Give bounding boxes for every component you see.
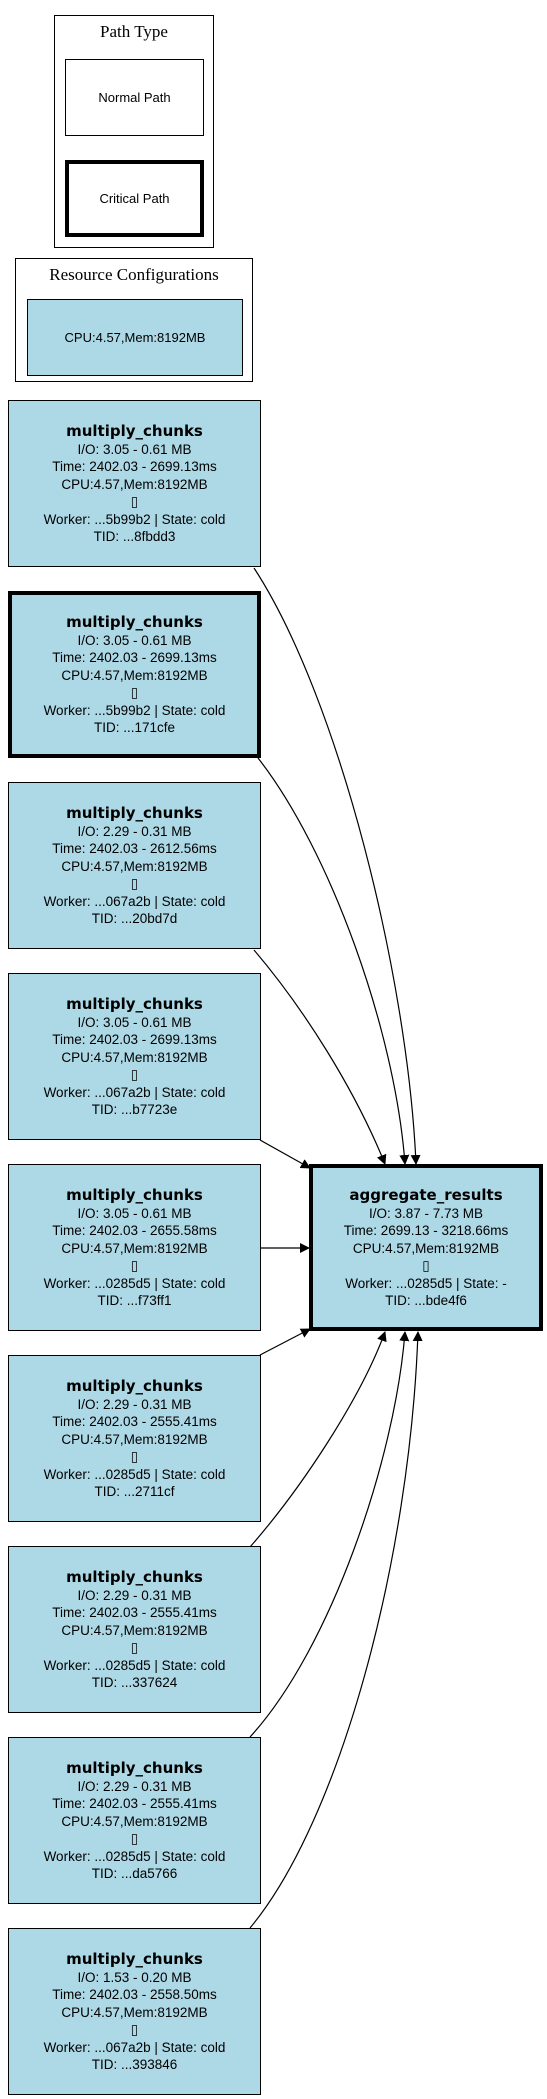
task-node-1: multiply_chunks I/O: 3.05 - 0.61 MB Time… xyxy=(8,400,261,567)
task-title: multiply_chunks xyxy=(66,1758,203,1777)
resource-config-legend-title: Resource Configurations xyxy=(49,265,219,284)
task-node-5: multiply_chunks I/O: 3.05 - 0.61 MB Time… xyxy=(8,1164,261,1331)
task-tid: TID: ...171cfe xyxy=(93,720,176,735)
task-worker: Worker: ...5b99b2 | State: cold xyxy=(43,511,226,527)
task-tid: TID: ...2711cf xyxy=(94,1484,175,1499)
task-title: multiply_chunks xyxy=(66,994,203,1013)
critical-path-legend: Critical Path xyxy=(65,160,204,237)
task-io: I/O: 3.05 - 0.61 MB xyxy=(77,1205,192,1221)
task-node-6: multiply_chunks I/O: 2.29 - 0.31 MB Time… xyxy=(8,1355,261,1522)
task-io: I/O: 3.05 - 0.61 MB xyxy=(77,441,192,457)
task-marker: ▯ xyxy=(130,1831,139,1846)
task-node-4: multiply_chunks I/O: 3.05 - 0.61 MB Time… xyxy=(8,973,261,1140)
task-title: multiply_chunks xyxy=(66,1949,203,1968)
task-resources: CPU:4.57,Mem:8192MB xyxy=(61,1240,208,1256)
task-marker: ▯ xyxy=(130,1640,139,1655)
task-worker: Worker: ...067a2b | State: cold xyxy=(43,2039,226,2055)
task-io: I/O: 2.29 - 0.31 MB xyxy=(77,1587,192,1603)
task-io: I/O: 3.05 - 0.61 MB xyxy=(77,1014,192,1030)
task-marker: ▯ xyxy=(130,1449,139,1464)
task-title: multiply_chunks xyxy=(66,1376,203,1395)
path-type-legend: Path Type Normal Path Critical Path xyxy=(54,15,214,248)
aggregate-node: aggregate_results I/O: 3.87 - 7.73 MB Ti… xyxy=(309,1164,543,1331)
task-tid: TID: ...b7723e xyxy=(91,1102,178,1117)
edge-9-to-aggregate xyxy=(249,1331,423,1929)
edge-4-to-aggregate xyxy=(259,1139,311,1169)
task-time: Time: 2402.03 - 2555.41ms xyxy=(52,1605,217,1620)
task-resources: CPU:4.57,Mem:8192MB xyxy=(61,858,208,874)
task-title: multiply_chunks xyxy=(66,612,203,631)
normal-path-legend: Normal Path xyxy=(65,59,204,136)
task-tid: TID: ...20bd7d xyxy=(91,911,178,926)
edge-7-to-aggregate xyxy=(249,1331,387,1548)
task-time: Time: 2402.03 - 2555.41ms xyxy=(52,1414,217,1429)
task-worker: Worker: ...0285d5 | State: cold xyxy=(43,1275,226,1291)
task-time: Time: 2402.03 - 2699.13ms xyxy=(52,650,217,665)
aggregate-tid: TID: ...bde4f6 xyxy=(385,1293,467,1308)
task-marker: ▯ xyxy=(130,1258,139,1273)
aggregate-marker: ▯ xyxy=(422,1258,430,1273)
edge-3-to-aggregate xyxy=(253,949,387,1165)
task-marker: ▯ xyxy=(130,876,139,891)
task-worker: Worker: ...5b99b2 | State: cold xyxy=(43,702,226,718)
task-io: I/O: 2.29 - 0.31 MB xyxy=(77,823,192,839)
aggregate-time: Time: 2699.13 - 3218.66ms xyxy=(343,1223,509,1238)
aggregate-title: aggregate_results xyxy=(349,1185,503,1204)
task-title: multiply_chunks xyxy=(66,1567,203,1586)
aggregate-io: I/O: 3.87 - 7.73 MB xyxy=(368,1205,484,1221)
resource-config-node: CPU:4.57,Mem:8192MB xyxy=(27,299,243,376)
task-worker: Worker: ...0285d5 | State: cold xyxy=(43,1848,226,1864)
task-time: Time: 2402.03 - 2699.13ms xyxy=(52,459,217,474)
task-marker: ▯ xyxy=(130,685,139,700)
edge-8-to-aggregate xyxy=(249,1331,410,1738)
task-resources: CPU:4.57,Mem:8192MB xyxy=(61,667,208,683)
task-tid: TID: ...f73ff1 xyxy=(97,1293,172,1308)
task-marker: ▯ xyxy=(130,494,139,509)
task-marker: ▯ xyxy=(130,1067,139,1082)
task-resources: CPU:4.57,Mem:8192MB xyxy=(61,1431,208,1447)
task-io: I/O: 2.29 - 0.31 MB xyxy=(77,1778,192,1794)
task-time: Time: 2402.03 - 2555.41ms xyxy=(52,1796,217,1811)
resource-config-legend: Resource Configurations CPU:4.57,Mem:819… xyxy=(15,258,253,382)
path-type-legend-title: Path Type xyxy=(100,22,168,41)
task-resources: CPU:4.57,Mem:8192MB xyxy=(61,1622,208,1638)
task-io: I/O: 2.29 - 0.31 MB xyxy=(77,1396,192,1412)
task-node-9: multiply_chunks I/O: 1.53 - 0.20 MB Time… xyxy=(8,1928,261,2095)
task-worker: Worker: ...067a2b | State: cold xyxy=(43,1084,226,1100)
edge-6-to-aggregate xyxy=(259,1328,311,1356)
task-resources: CPU:4.57,Mem:8192MB xyxy=(61,1813,208,1829)
task-io: I/O: 3.05 - 0.61 MB xyxy=(77,632,192,648)
task-resources: CPU:4.57,Mem:8192MB xyxy=(61,476,208,492)
task-tid: TID: ...393846 xyxy=(91,2057,178,2072)
task-time: Time: 2402.03 - 2655.58ms xyxy=(52,1223,217,1238)
edge-2-to-aggregate xyxy=(257,757,410,1165)
task-worker: Worker: ...0285d5 | State: cold xyxy=(43,1657,226,1673)
task-node-3: multiply_chunks I/O: 2.29 - 0.31 MB Time… xyxy=(8,782,261,949)
task-tid: TID: ...da5766 xyxy=(91,1866,178,1881)
task-worker: Worker: ...0285d5 | State: cold xyxy=(43,1466,226,1482)
task-node-7: multiply_chunks I/O: 2.29 - 0.31 MB Time… xyxy=(8,1546,261,1713)
task-node-8: multiply_chunks I/O: 2.29 - 0.31 MB Time… xyxy=(8,1737,261,1904)
task-time: Time: 2402.03 - 2699.13ms xyxy=(52,1032,217,1047)
aggregate-resources: CPU:4.57,Mem:8192MB xyxy=(352,1240,500,1256)
task-marker: ▯ xyxy=(130,2022,139,2037)
task-title: multiply_chunks xyxy=(66,803,203,822)
task-time: Time: 2402.03 - 2612.56ms xyxy=(52,841,217,856)
task-tid: TID: ...337624 xyxy=(91,1675,178,1690)
task-io: I/O: 1.53 - 0.20 MB xyxy=(77,1969,192,1985)
task-title: multiply_chunks xyxy=(66,421,203,440)
aggregate-worker: Worker: ...0285d5 | State: - xyxy=(345,1275,507,1291)
task-title: multiply_chunks xyxy=(66,1185,203,1204)
edge-1-to-aggregate xyxy=(253,567,421,1165)
task-tid: TID: ...8fbdd3 xyxy=(93,529,176,544)
task-resources: CPU:4.57,Mem:8192MB xyxy=(61,1049,208,1065)
task-worker: Worker: ...067a2b | State: cold xyxy=(43,893,226,909)
task-resources: CPU:4.57,Mem:8192MB xyxy=(61,2004,208,2020)
task-node-2: multiply_chunks I/O: 3.05 - 0.61 MB Time… xyxy=(8,591,261,758)
task-time: Time: 2402.03 - 2558.50ms xyxy=(52,1987,217,2002)
